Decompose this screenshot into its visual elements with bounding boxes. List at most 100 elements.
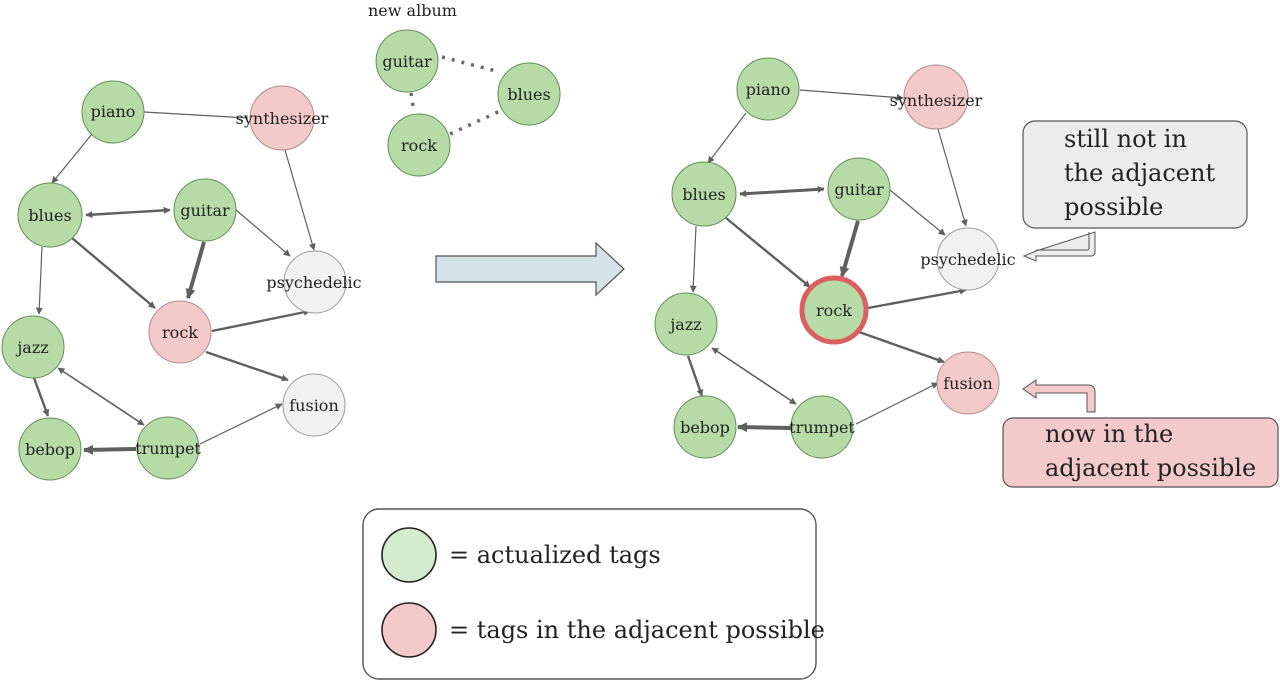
node-bebop: bebop: [18, 417, 82, 481]
svg-text:guitar: guitar: [180, 201, 230, 220]
svg-text:rock: rock: [816, 301, 852, 320]
svg-text:piano: piano: [746, 80, 791, 99]
svg-text:the adjacent: the adjacent: [1064, 159, 1215, 187]
edge-guitar-rock: [839, 220, 860, 277]
new-album-label: new album: [368, 1, 457, 20]
legend-item-adjacent: = tags in the adjacent possible: [381, 602, 825, 658]
svg-text:blues: blues: [507, 85, 550, 104]
legend: = actualized tags = tags in the adjacent…: [362, 508, 825, 680]
node-fusion: fusion: [282, 373, 346, 437]
svg-text:trumpet: trumpet: [789, 418, 855, 437]
legend-item-actualized: = actualized tags: [381, 527, 661, 583]
edge-synthesizer-psychedelic: [284, 149, 316, 251]
graph-before: piano synthesizer blues guitar psychedel…: [1, 80, 362, 481]
edge-blues-rock: [71, 237, 156, 309]
album-edge-guitar-rock: [409, 92, 416, 113]
svg-text:blues: blues: [28, 206, 71, 225]
node-piano: piano: [81, 80, 145, 144]
album-node-rock: rock: [387, 113, 451, 177]
legend-swatch-adjacent: [381, 602, 437, 658]
album-node-blues: blues: [497, 62, 561, 126]
svg-text:trumpet: trumpet: [135, 439, 201, 458]
node-blues: blues: [17, 182, 83, 248]
node-trumpet: trumpet: [789, 395, 855, 459]
node-bebop: bebop: [673, 395, 737, 459]
edge-synthesizer-psychedelic: [937, 128, 968, 227]
callout-now-adjacent: now in the adjacent possible: [1002, 417, 1279, 488]
graph-before-edges: [32, 111, 316, 455]
node-blues: blues: [671, 161, 737, 227]
svg-text:fusion: fusion: [289, 396, 339, 415]
svg-text:psychedelic: psychedelic: [920, 250, 1015, 269]
edge-piano-synthesizer: [799, 89, 904, 102]
node-fusion: fusion: [936, 351, 1000, 415]
edge-guitar-psychedelic: [889, 189, 946, 236]
svg-text:bebop: bebop: [680, 418, 730, 437]
svg-text:jazz: jazz: [668, 315, 701, 334]
album-edge-rock-blues: [449, 109, 501, 136]
svg-text:rock: rock: [401, 136, 437, 155]
edge-rock-psychedelic: [211, 308, 311, 333]
svg-text:bebop: bebop: [25, 440, 75, 459]
edge-blues-guitar: [85, 206, 171, 219]
node-trumpet: trumpet: [135, 416, 201, 480]
transition-arrow: [435, 241, 625, 297]
edge-trumpet-fusion: [199, 403, 283, 445]
node-guitar: guitar: [173, 178, 237, 242]
edge-rock-fusion: [858, 330, 945, 364]
legend-box: [362, 508, 817, 680]
svg-text:possible: possible: [1064, 193, 1163, 221]
callout-arrow-fusion: [1022, 379, 1096, 413]
svg-text:still not in: still not in: [1064, 125, 1187, 153]
svg-text:guitar: guitar: [834, 180, 884, 199]
svg-text:jazz: jazz: [15, 338, 48, 357]
svg-text:guitar: guitar: [382, 52, 432, 71]
node-guitar: guitar: [827, 157, 891, 221]
svg-text:psychedelic: psychedelic: [266, 273, 361, 292]
node-rock: rock: [148, 300, 212, 364]
edge-trumpet-bebop: [737, 422, 792, 433]
node-jazz: jazz: [654, 292, 718, 356]
legend-swatch-actualized: [381, 527, 437, 583]
edge-blues-jazz: [35, 246, 43, 315]
edge-jazz-bebop: [686, 355, 704, 397]
edge-blues-rock: [725, 217, 811, 288]
node-jazz: jazz: [1, 315, 65, 379]
edge-rock-fusion: [205, 350, 289, 382]
edge-jazz-bebop: [32, 377, 50, 417]
edge-trumpet-bebop: [83, 444, 137, 455]
node-synthesizer: synthesizer: [236, 85, 329, 151]
svg-text:piano: piano: [91, 102, 136, 121]
album-edge-guitar-blues: [441, 55, 501, 74]
svg-text:rock: rock: [162, 323, 198, 342]
edge-jazz-trumpet: [711, 347, 797, 405]
graph-after: piano synthesizer blues guitar psychedel…: [654, 57, 1016, 459]
edge-rock-psychedelic: [867, 287, 967, 310]
edge-piano-synthesizer: [143, 111, 249, 119]
new-album: new album guitar blues rock: [368, 1, 561, 177]
edge-trumpet-fusion: [855, 382, 939, 425]
edge-piano-blues: [51, 133, 93, 184]
edge-jazz-trumpet: [57, 367, 145, 426]
graph-before-nodes: piano synthesizer blues guitar psychedel…: [1, 80, 362, 481]
callout-arrow-psychedelic: [1022, 231, 1096, 262]
callout-not-adjacent: still not in the adjacent possible: [1022, 120, 1248, 229]
svg-text:adjacent possible: adjacent possible: [1045, 454, 1256, 482]
svg-text:fusion: fusion: [943, 374, 993, 393]
svg-text:blues: blues: [682, 185, 725, 204]
node-piano: piano: [736, 57, 800, 121]
legend-label-actualized: = actualized tags: [449, 541, 661, 569]
edge-blues-guitar: [739, 185, 825, 198]
svg-text:synthesizer: synthesizer: [236, 109, 329, 128]
svg-text:now in the: now in the: [1045, 420, 1173, 448]
edge-guitar-rock: [185, 241, 206, 299]
node-psychedelic: psychedelic: [920, 227, 1016, 291]
node-rock: rock: [799, 275, 869, 345]
legend-label-adjacent: = tags in the adjacent possible: [449, 616, 825, 644]
node-synthesizer: synthesizer: [890, 64, 983, 130]
edge-guitar-psychedelic: [235, 209, 291, 257]
edge-blues-jazz: [689, 225, 697, 293]
callout-arrow-psychedelic-body: [1036, 232, 1090, 251]
graph-after-nodes: piano synthesizer blues guitar psychedel…: [654, 57, 1016, 459]
